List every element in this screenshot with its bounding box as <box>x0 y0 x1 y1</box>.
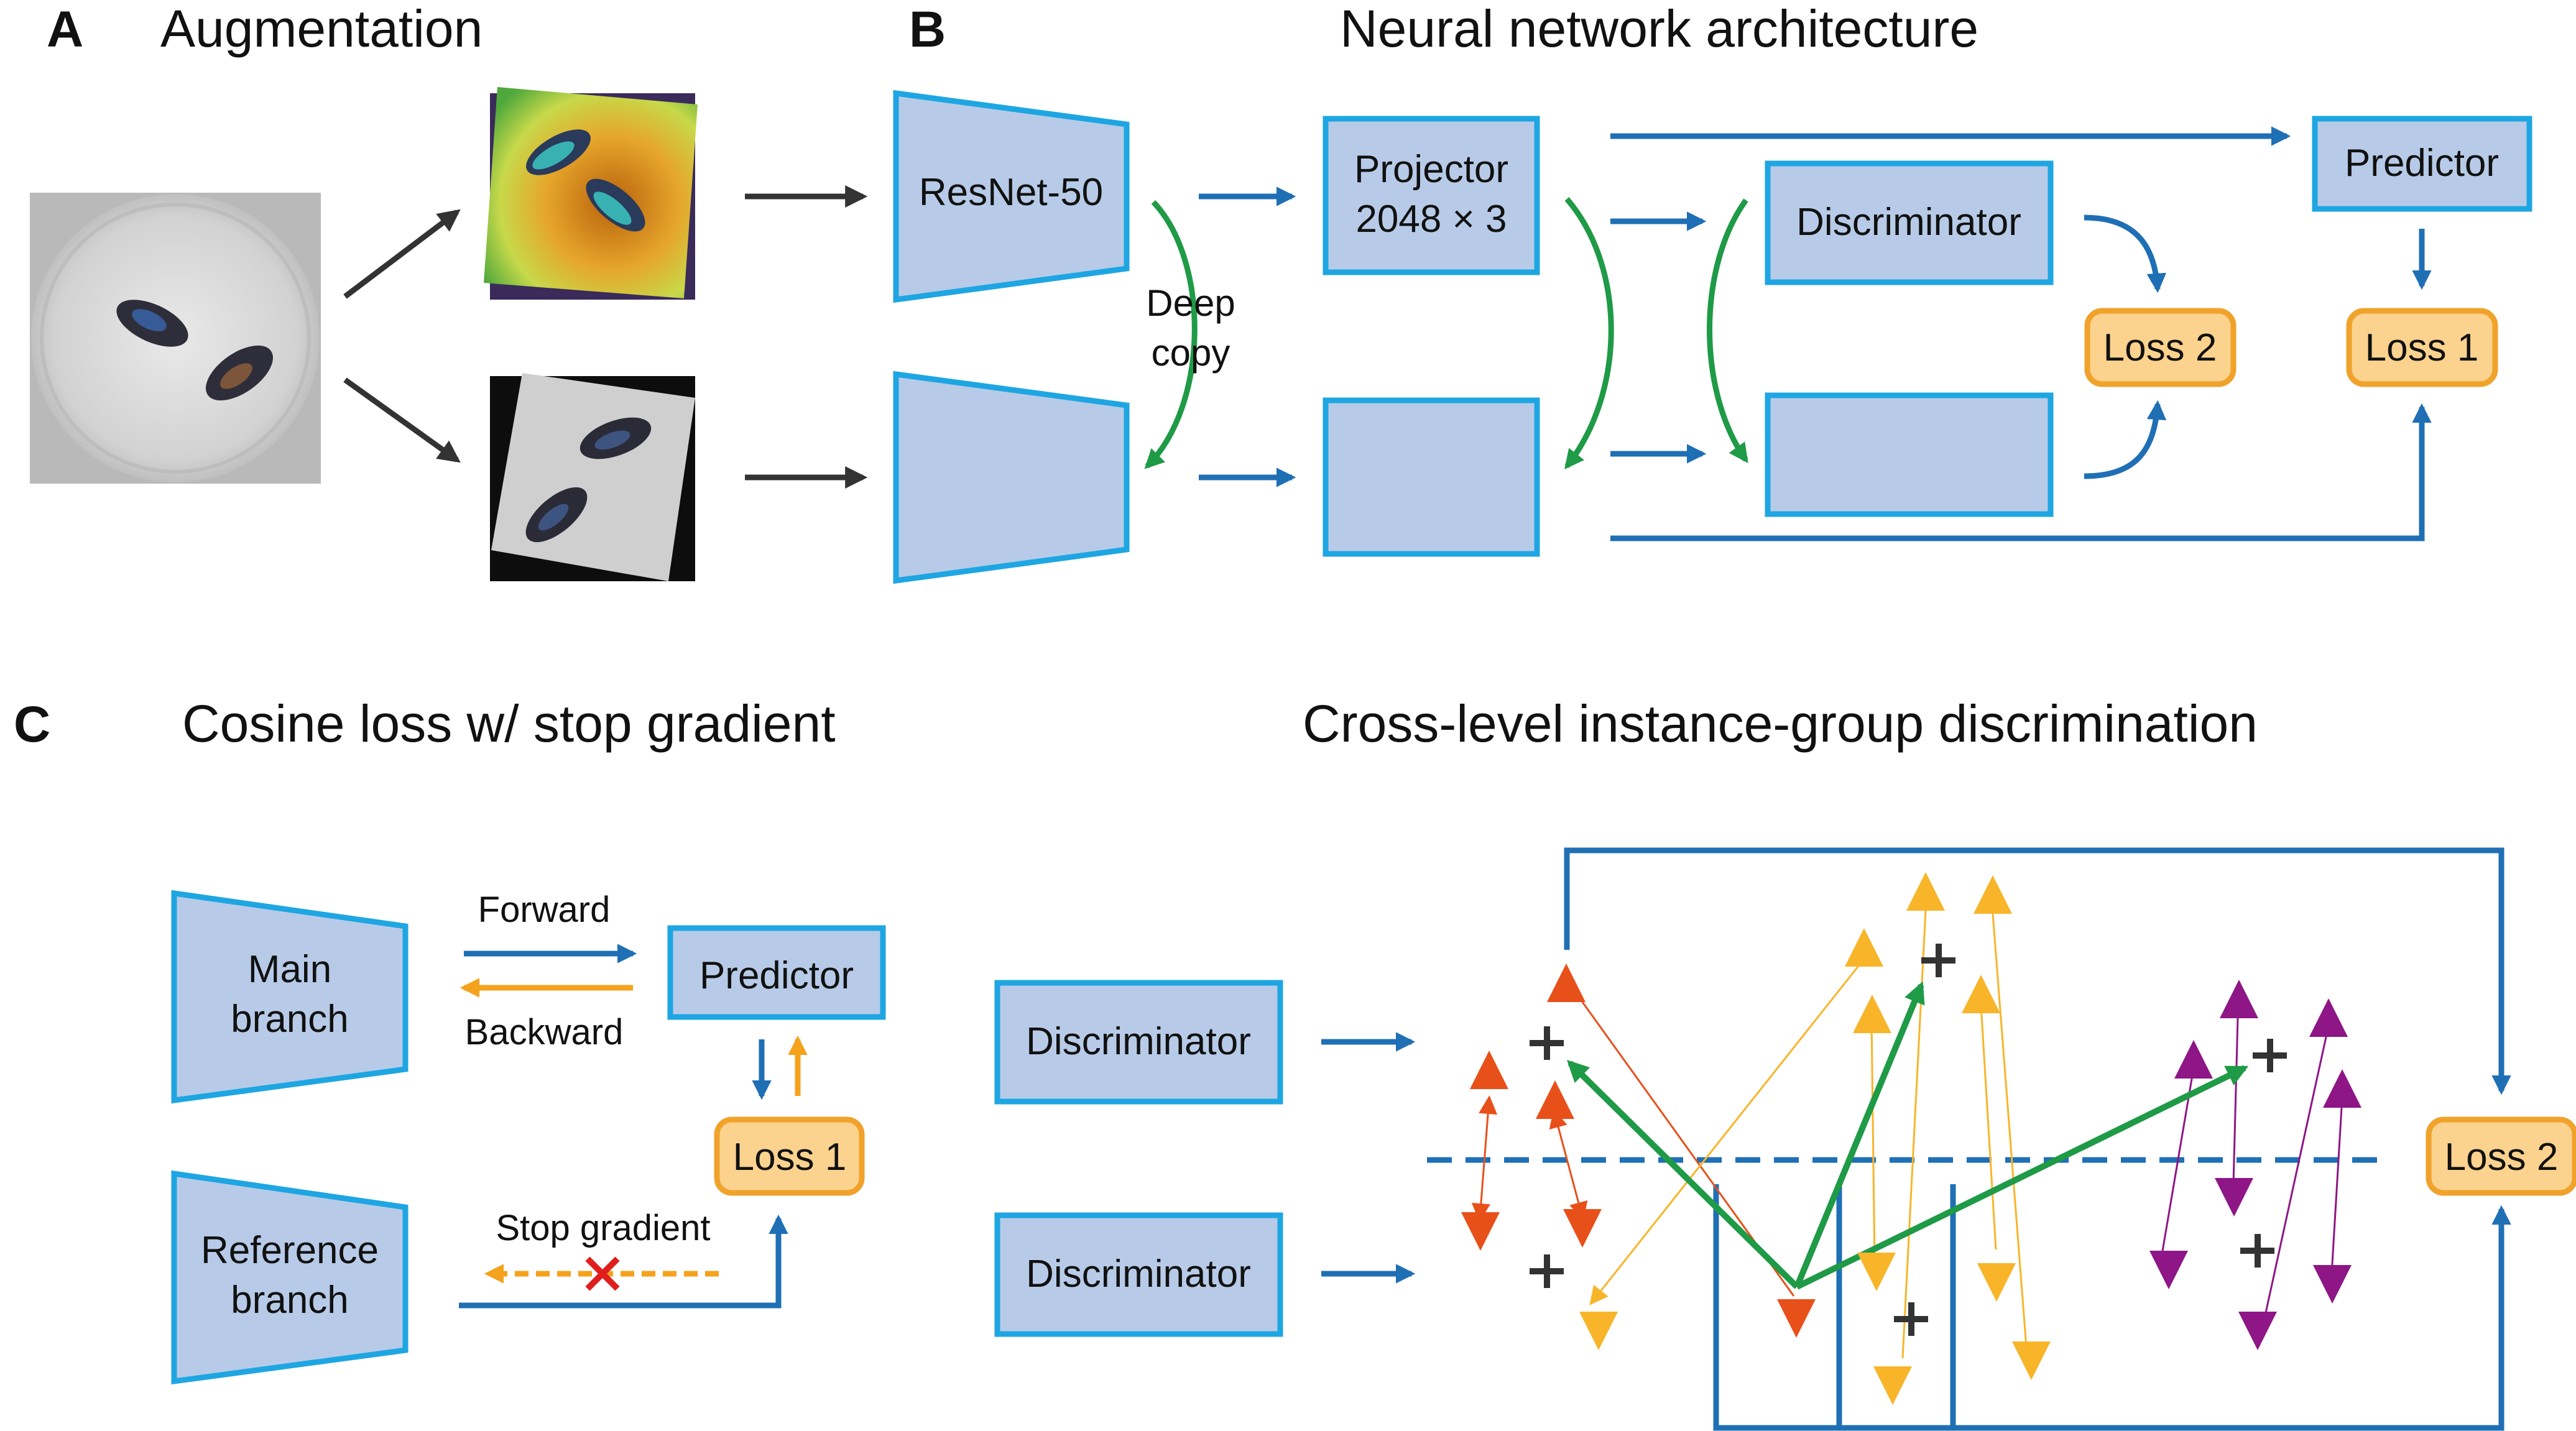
centroid-arrows <box>1567 981 2249 1290</box>
deep-copy-label-line2: copy <box>1152 332 1230 374</box>
backbone-bottom <box>893 370 1130 584</box>
yellow-up-triangle <box>1845 928 1883 967</box>
discriminator-bottom-label-c: Discriminator <box>1026 1253 1251 1295</box>
discriminator-bottom <box>1765 392 2054 517</box>
loss2-box-c <box>2426 1116 2576 1196</box>
backbone-top <box>893 90 1130 303</box>
yellow-down-triangle <box>1873 1366 1912 1405</box>
yellow-down-triangle <box>1977 1263 2016 1302</box>
centroid-plus-icon <box>1921 944 1955 977</box>
projector-top <box>1323 116 1540 275</box>
projector-bottom <box>1323 397 1540 557</box>
centroid-plus-icon <box>2253 1039 2287 1072</box>
yellow-up-triangle <box>1906 872 1945 911</box>
yellow-up-triangle <box>1974 875 2012 914</box>
purple-up-triangle <box>2174 1040 2213 1079</box>
original-image <box>30 193 321 484</box>
red-down-triangle <box>1777 1299 1816 1338</box>
deep-copy-arrow <box>1144 200 1198 469</box>
bottom-bracket-to-loss2 <box>1713 1184 2511 1431</box>
discriminator-top-label-c: Discriminator <box>1026 1020 1251 1063</box>
red-down-triangle <box>1563 1209 1602 1248</box>
top-bracket-to-loss2 <box>1564 847 2511 1095</box>
forward-label: Forward <box>478 890 611 930</box>
arrow-discriminator-top-to-loss2 <box>2084 214 2167 293</box>
arrow-bottom-branch-to-loss1 <box>1610 403 2432 541</box>
yellow-down-triangle <box>1579 1312 1618 1350</box>
main-branch-label-line2: branch <box>231 998 349 1041</box>
backward-label: Backward <box>465 1012 624 1052</box>
instance-links <box>1471 910 2343 1359</box>
centroid-markers <box>1530 944 2287 1336</box>
predictor-box-c <box>667 925 886 1020</box>
panel-a-title: Augmentation <box>160 0 482 58</box>
loss2-label-c: Loss 2 <box>2445 1136 2559 1179</box>
purple-up-triangle <box>2323 1069 2361 1108</box>
arrow-discriminator-bottom-to-loss2 <box>2084 400 2167 479</box>
projector-label-line1: Projector <box>1354 148 1508 191</box>
panel-a-letter: A <box>47 1 83 58</box>
projector-label-line2: 2048 × 3 <box>1355 198 1507 241</box>
augmented-image-bottom <box>490 373 695 581</box>
panel-b-title: Neural network architecture <box>1340 0 1978 58</box>
discriminator-bottom-c <box>994 1212 1283 1337</box>
panel-b-letter: B <box>909 1 946 58</box>
cluster-yellow <box>1579 872 2051 1405</box>
main-branch-label-line1: Main <box>248 948 331 991</box>
centroid-plus-icon <box>1530 1026 1564 1060</box>
yellow-up-triangle <box>1853 995 1891 1033</box>
panel-c-left-title: Cosine loss w/ stop gradient <box>182 694 836 753</box>
red-up-triangle <box>1470 1051 1508 1089</box>
cluster-red <box>1461 964 1816 1338</box>
red-up-triangle <box>1536 1080 1574 1119</box>
panel-c-right-title: Cross-level instance-group discriminatio… <box>1303 694 2258 753</box>
red-down-triangle <box>1461 1212 1500 1251</box>
loss2-label: Loss 2 <box>2103 326 2217 369</box>
reference-branch-label-line1: Reference <box>201 1229 379 1272</box>
loss1-label: Loss 1 <box>2365 326 2479 369</box>
cross-arrow-bottom-to-top <box>1707 198 1748 464</box>
reference-branch-label-line2: branch <box>231 1279 349 1322</box>
deep-copy-label-line1: Deep <box>1146 282 1235 324</box>
reference-to-loss1-arrow <box>459 1214 788 1309</box>
panel-c: C Cosine loss w/ stop gradient Cross-lev… <box>14 694 2576 1431</box>
yellow-up-triangle <box>1962 975 2000 1013</box>
loss1-box <box>2346 308 2498 387</box>
yellow-down-triangle <box>2012 1341 2051 1380</box>
centroid-plus-icon <box>1530 1254 1564 1288</box>
panel-a: A Augmentation <box>30 0 868 581</box>
discriminator-top <box>1765 160 2054 285</box>
backbone-top-label: ResNet-50 <box>919 171 1103 214</box>
reference-branch-box <box>171 1170 409 1385</box>
red-up-triangle <box>1547 964 1586 1002</box>
purple-down-triangle <box>2215 1178 2253 1217</box>
centroid-plus-icon <box>1894 1302 1928 1336</box>
main-branch-box <box>171 890 409 1104</box>
purple-down-triangle <box>2313 1265 2352 1304</box>
cluster-purple <box>2149 980 2361 1350</box>
loss1-box-c <box>714 1116 865 1196</box>
purple-up-triangle <box>2309 998 2348 1037</box>
purple-down-triangle <box>2149 1251 2188 1289</box>
discriminator-top-label: Discriminator <box>1796 201 2021 244</box>
discriminator-top-c <box>994 980 1283 1105</box>
loss1-label-c: Loss 1 <box>733 1136 847 1179</box>
panel-b: B Neural network architecture ResNet-50 … <box>893 0 2532 584</box>
loss2-box <box>2084 308 2237 387</box>
purple-up-triangle <box>2220 980 2258 1018</box>
panel-c-letter: C <box>14 696 50 753</box>
predictor-label-c: Predictor <box>699 954 854 997</box>
centroid-plus-icon <box>2240 1234 2274 1268</box>
yellow-down-triangle <box>1857 1253 1896 1291</box>
cross-arrow-top-to-bottom <box>1564 197 1614 469</box>
stop-gradient-label: Stop gradient <box>496 1208 710 1248</box>
stop-cross-icon <box>585 1256 620 1291</box>
aug-arrow-top <box>343 209 461 299</box>
predictor-label: Predictor <box>2345 142 2499 185</box>
augmented-image-top <box>484 87 698 300</box>
aug-arrow-bottom <box>343 377 461 463</box>
predictor-box <box>2312 116 2532 212</box>
purple-down-triangle <box>2238 1312 2277 1350</box>
